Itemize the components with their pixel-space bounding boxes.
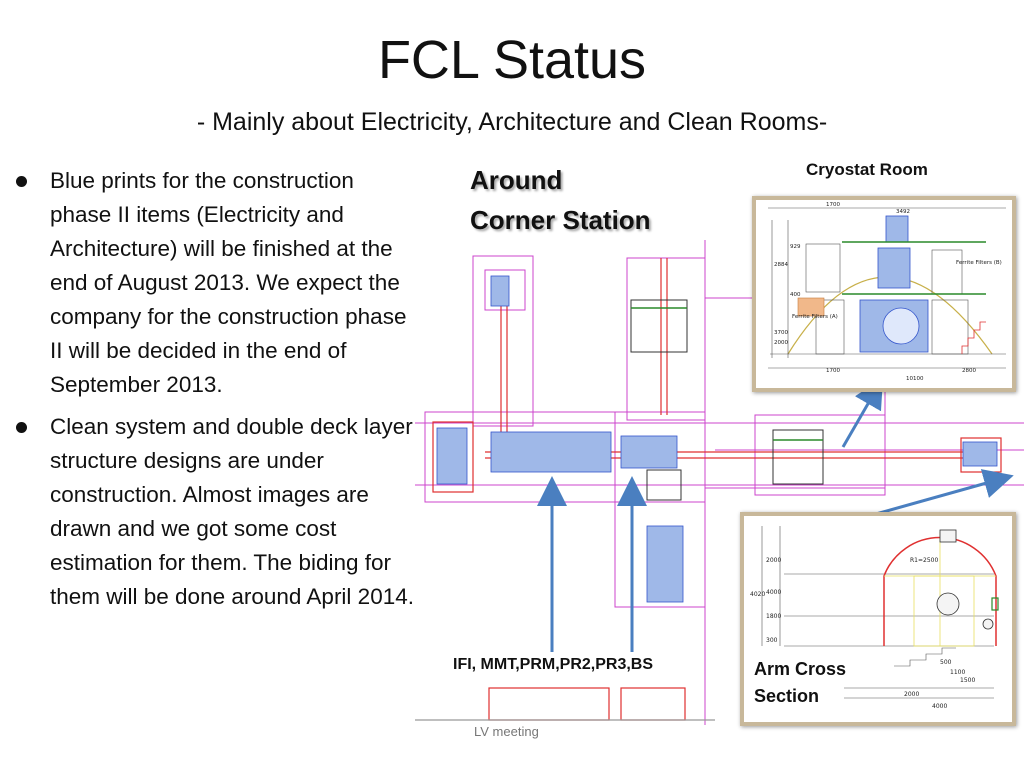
dim-label: 1700 [826,368,840,374]
slide-subtitle: - Mainly about Electricity, Architecture… [196,108,828,136]
bullet-dot-icon [16,176,27,187]
dim-label: 2000 [904,691,919,698]
rooms-label: IFI, MMT,PRM,PR2,PR3,BS [453,656,654,673]
dim-label: 300 [766,637,778,644]
cryostat-room-drawing: 1700 3492 1700 10100 2800 2884 3700 2000… [752,196,1016,392]
dim-label: 2800 [962,368,976,374]
dim-label: 3492 [896,209,910,215]
dim-label: 2000 [774,340,788,346]
dim-label: 3700 [774,330,788,336]
slide-footer: LV meeting [474,724,539,739]
note-label: R1=2500 [910,557,938,564]
note-label: Ferrite Filters (A) [792,314,838,320]
corner-station-line: Corner Station [470,205,651,235]
note-label: Ferrite Filters (B) [956,260,1002,266]
dim-label: 400 [790,292,801,298]
dim-label: 4000 [932,703,947,710]
bullet-dot-icon [16,422,27,433]
bullet-text: Blue prints for the construction phase I… [50,168,407,397]
corner-station-label: Around Corner Station [470,160,651,240]
dim-label: 500 [940,659,952,666]
dim-label: 929 [790,244,801,250]
bullet-item: Clean system and double deck layer struc… [14,410,414,614]
arm-cross-section-label: Arm Cross Section [754,656,846,710]
arm-cross-section-drawing: 2000 4000 1800 300 4000 2000 500 1100 15… [740,512,1016,726]
arm-cross-line: Arm Cross [754,659,847,679]
dim-label: 1100 [950,669,965,676]
dim-label: 2884 [774,262,788,268]
corner-station-floorplan [415,240,1024,725]
arm-cross-line: Section [754,686,820,706]
dim-label: 1500 [960,677,975,684]
bullet-list: Blue prints for the construction phase I… [14,164,414,622]
slide-title: FCL Status [377,30,647,90]
dim-label: 4020 [750,591,765,598]
dim-label: 1800 [766,613,781,620]
dim-label: 10100 [906,376,924,382]
corner-station-line: Around [470,165,563,195]
bullet-text: Clean system and double deck layer struc… [50,414,414,609]
dim-label: 4000 [766,589,781,596]
dim-label: 2000 [766,557,781,564]
dim-label: 1700 [826,202,840,208]
bullet-item: Blue prints for the construction phase I… [14,164,414,402]
cryostat-room-label: Cryostat Room [806,160,928,179]
